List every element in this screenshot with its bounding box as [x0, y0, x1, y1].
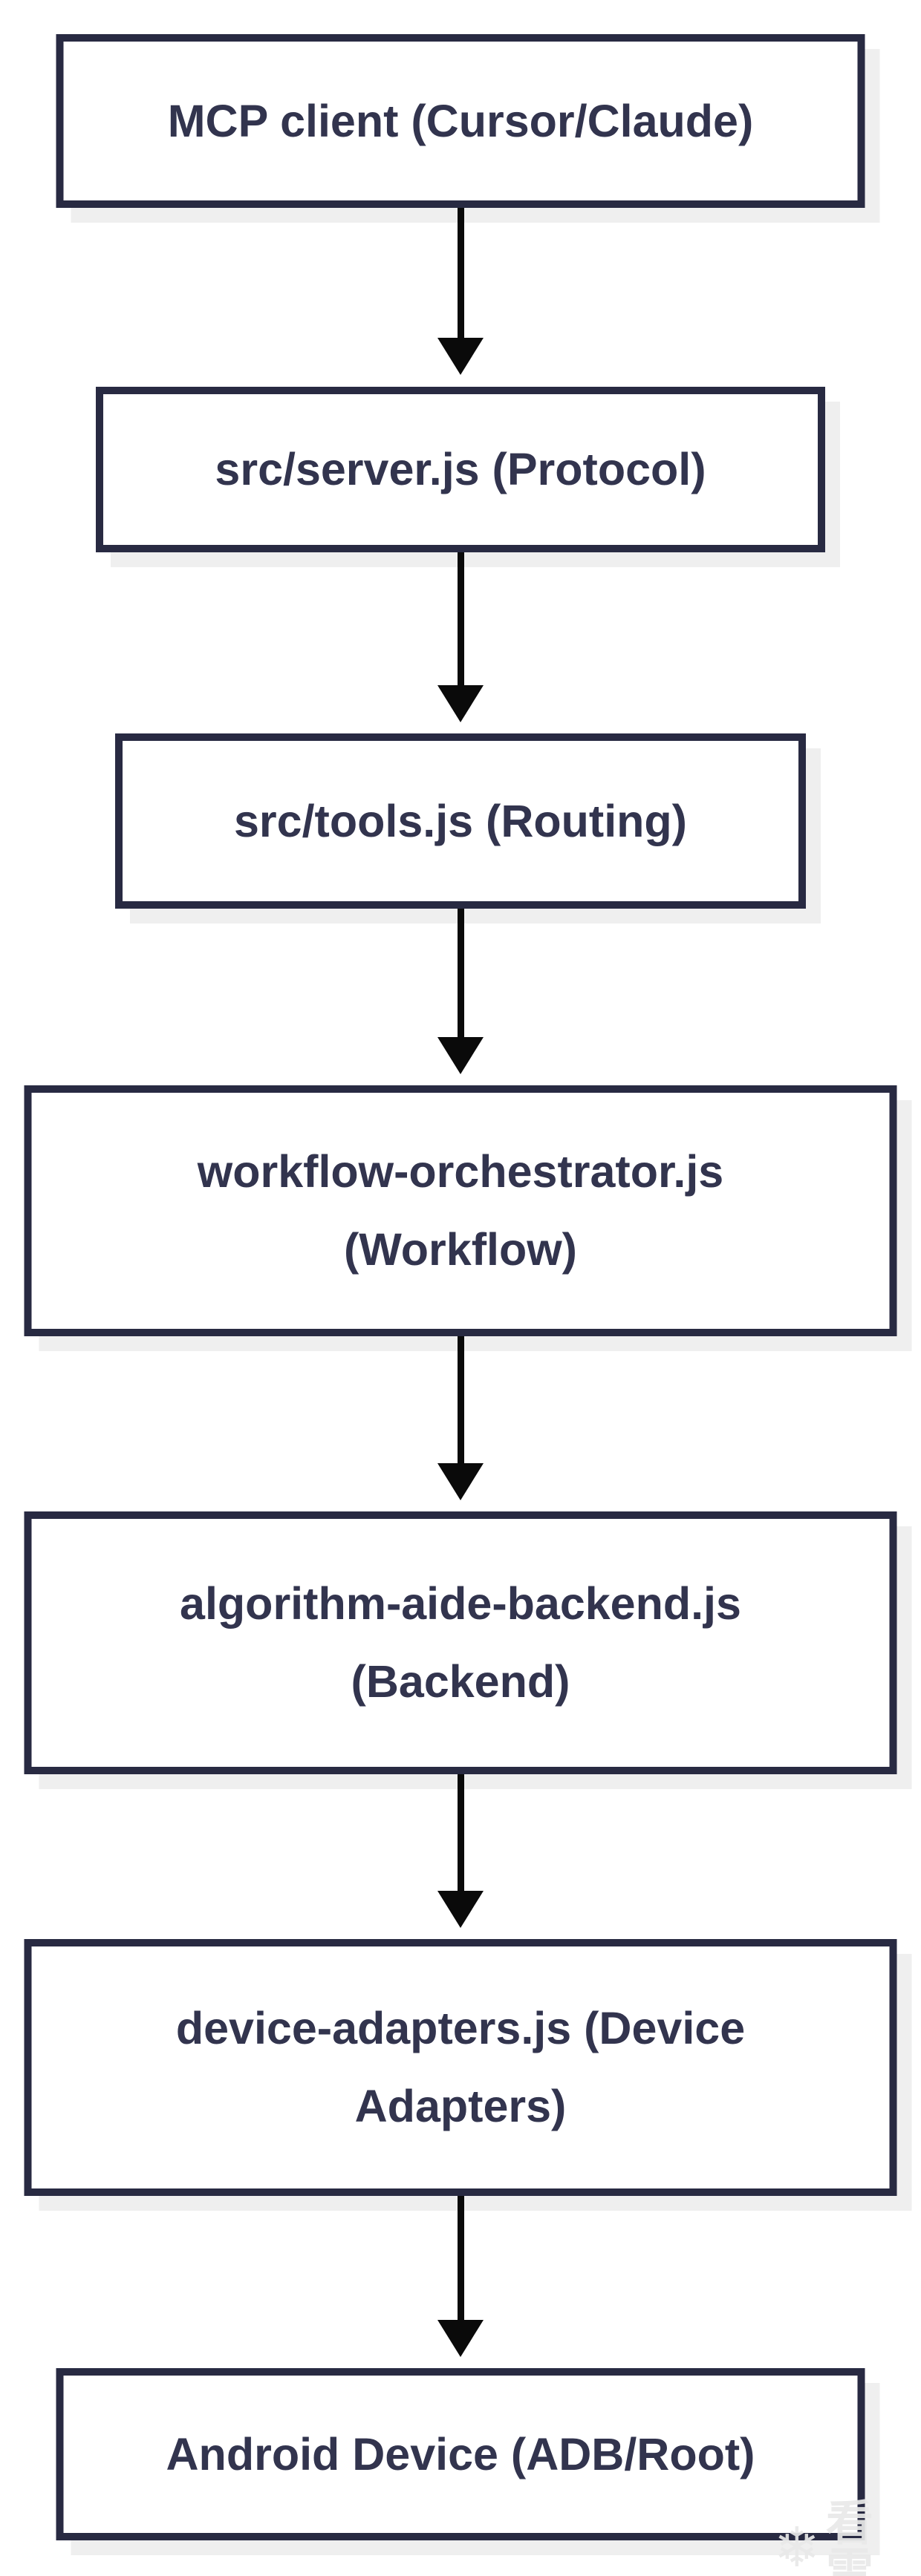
edge-arrow-workflow-orchestrator-to-algorithm-aide-backend — [437, 1336, 484, 1500]
arrow-down-icon — [437, 1463, 484, 1500]
node-server-js: src/server.js (Protocol) — [96, 387, 825, 552]
edge-arrow-server-js-to-tools-js — [437, 552, 484, 722]
node-label: src/tools.js (Routing) — [234, 795, 687, 846]
watermark: ❄ 看雪 — [774, 2500, 921, 2576]
snowflake-icon: ❄ — [774, 2516, 821, 2576]
node-workflow-orchestrator: workflow-orchestrator.js (Workflow) — [24, 1085, 897, 1336]
arrow-down-icon — [437, 1891, 484, 1928]
edge-arrow-mcp-client-to-server-js — [437, 208, 484, 375]
arrow-line — [457, 2196, 464, 2320]
node-label: algorithm-aide-backend.js (Backend) — [180, 1578, 741, 1707]
node-label: Android Device (ADB/Root) — [166, 2428, 755, 2479]
node-algorithm-aide-backend: algorithm-aide-backend.js (Backend) — [24, 1511, 897, 1774]
arrow-down-icon — [437, 2320, 484, 2357]
edge-arrow-algorithm-aide-backend-to-device-adapters — [437, 1774, 484, 1928]
arrow-down-icon — [437, 338, 484, 375]
arrow-line — [457, 1336, 464, 1463]
node-tools-js: src/tools.js (Routing) — [115, 733, 806, 909]
node-label: src/server.js (Protocol) — [215, 444, 706, 495]
node-mcp-client: MCP client (Cursor/Claude) — [56, 34, 865, 208]
node-label: workflow-orchestrator.js (Workflow) — [197, 1146, 724, 1275]
arrow-line — [457, 909, 464, 1037]
arrow-line — [457, 208, 464, 338]
node-device-adapters: device-adapters.js (Device Adapters) — [24, 1939, 897, 2196]
node-android-device: Android Device (ADB/Root) — [56, 2368, 865, 2540]
node-label: MCP client (Cursor/Claude) — [167, 95, 754, 146]
arrow-line — [457, 1774, 464, 1891]
arrow-down-icon — [437, 685, 484, 722]
arrow-line — [457, 552, 464, 685]
watermark-text: 看雪 — [826, 2497, 879, 2576]
edge-arrow-tools-js-to-workflow-orchestrator — [437, 909, 484, 1074]
edge-arrow-device-adapters-to-android-device — [437, 2196, 484, 2357]
node-label: device-adapters.js (Device Adapters) — [175, 2003, 746, 2131]
arrow-down-icon — [437, 1037, 484, 1074]
